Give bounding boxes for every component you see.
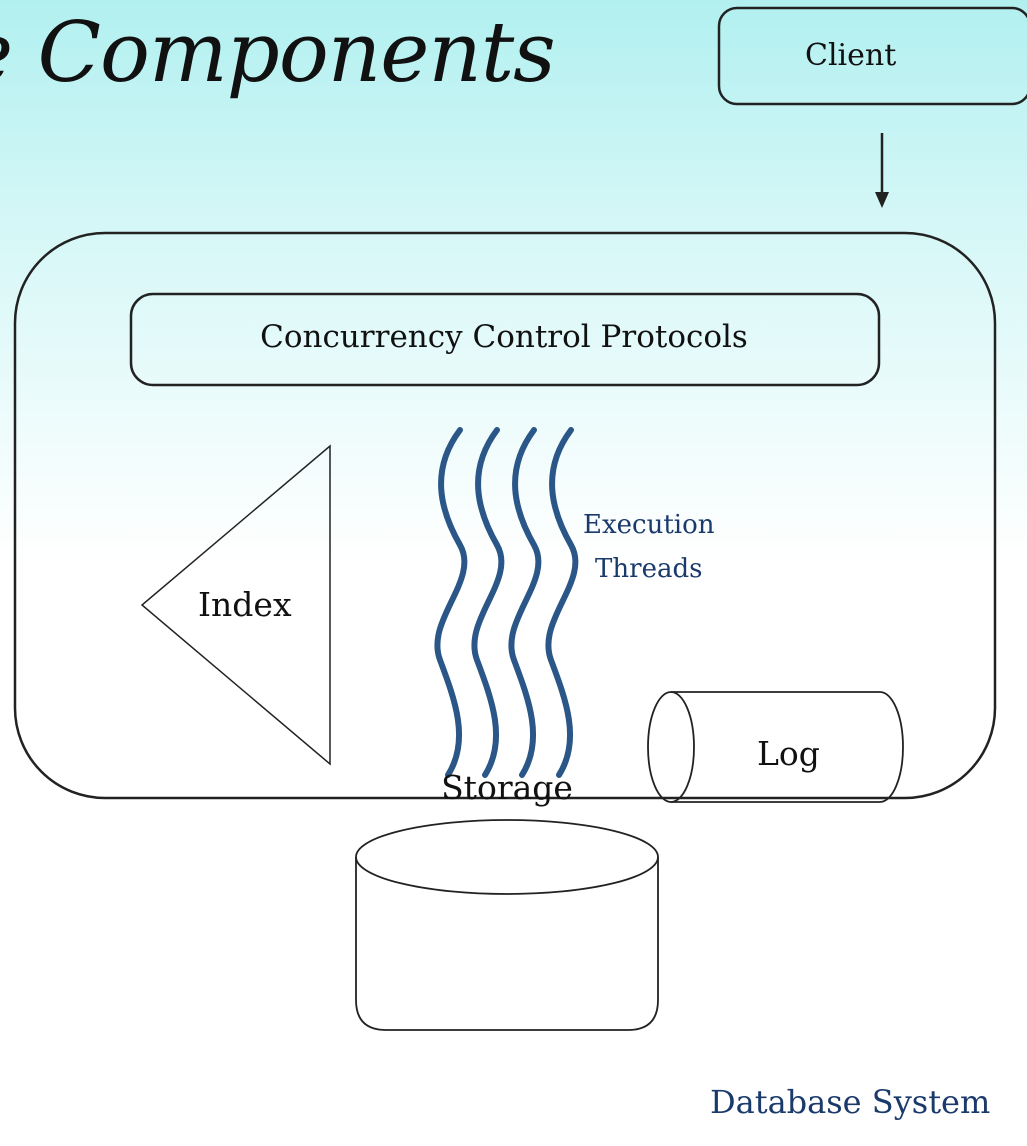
log-label: Log: [757, 734, 820, 773]
execution-threads-line1: Execution: [583, 510, 715, 540]
thread-wave-2: [471, 427, 505, 778]
execution-threads-line2: Threads: [595, 554, 703, 584]
storage-cylinder: [355, 819, 659, 1031]
index-triangle: [140, 444, 331, 766]
thread-wave-4: [545, 427, 579, 778]
execution-threads: [434, 427, 579, 778]
client-box: [717, 6, 1027, 106]
thread-wave-1: [434, 427, 468, 778]
concurrency-control-label: Concurrency Control Protocols: [260, 319, 748, 355]
database-system-box: [13, 231, 997, 800]
log-cylinder: [647, 691, 904, 803]
client-label: Client: [805, 38, 897, 73]
concurrency-control-box: [129, 292, 881, 387]
database-system-label: Database System: [710, 1083, 991, 1121]
storage-label: Storage: [441, 768, 573, 807]
index-label: Index: [198, 585, 292, 624]
slide-title: e Components: [0, 4, 556, 101]
arrow-head: [875, 192, 889, 208]
execution-threads-label: Execution Threads: [583, 503, 715, 591]
thread-wave-3: [508, 427, 542, 778]
